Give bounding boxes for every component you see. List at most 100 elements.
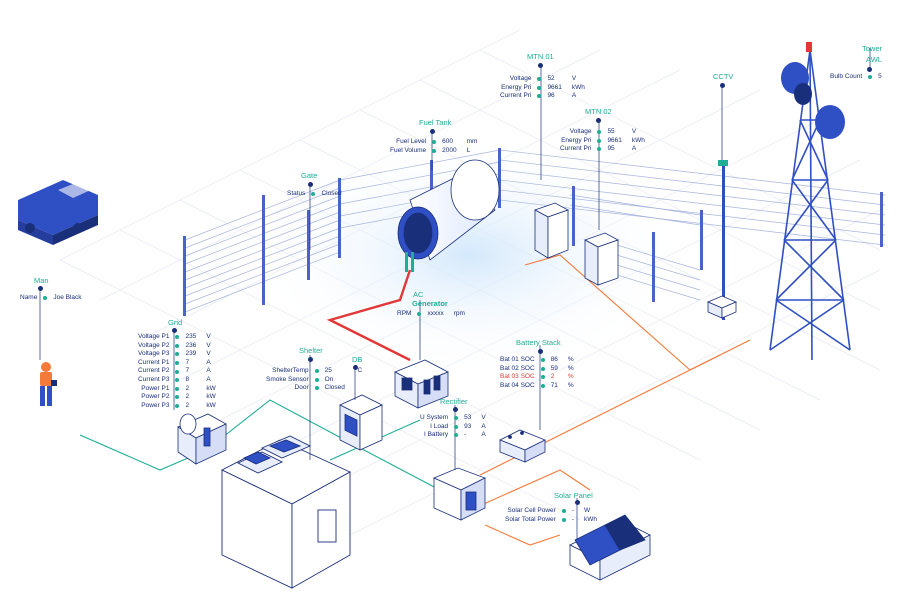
readout-unit: W: [584, 507, 591, 514]
readout-unit: %: [567, 364, 574, 372]
mtn02-title: MTN 02: [585, 107, 612, 116]
readout-key: Voltage P1: [138, 333, 170, 340]
readout-dot: [597, 138, 602, 143]
readout-value: 235: [185, 333, 197, 340]
readout-value: Joe Black: [53, 294, 82, 301]
generator-title: AC: [413, 290, 424, 299]
db-pin[interactable]: [353, 365, 358, 370]
fence-posts: [183, 148, 883, 316]
readout-dot: [175, 404, 180, 409]
solar-pin[interactable]: [575, 500, 580, 505]
gate-pin[interactable]: [308, 182, 313, 187]
cctv-pin[interactable]: [720, 83, 725, 88]
fuel-pin[interactable]: [430, 129, 435, 134]
readout-key: Fuel Level: [396, 138, 427, 145]
tower-pin[interactable]: [867, 67, 872, 72]
rectifier-pin[interactable]: [453, 407, 458, 412]
readout-dot: [540, 384, 545, 389]
mtn01-title: MTN 01: [527, 52, 554, 61]
readout-value: 2: [185, 393, 190, 401]
readout-key: Energy Pri: [501, 83, 532, 91]
readout-key: Door: [294, 384, 309, 392]
man-pin[interactable]: [38, 286, 43, 291]
readout-key: Solar Cell Power: [507, 507, 556, 514]
shelter-pin[interactable]: [308, 357, 313, 362]
readout-dot: [868, 75, 873, 80]
readout-dot: [311, 192, 316, 197]
readout-dot: [314, 369, 319, 374]
readout-unit: °C: [354, 367, 363, 374]
readout-dot: [540, 358, 545, 363]
readout-key: Status: [287, 190, 306, 197]
readout-dot: [175, 395, 180, 400]
readout-key: Voltage: [509, 75, 532, 82]
tower-subtitle: AWL: [866, 55, 882, 64]
mtn02-unit-icon: [584, 232, 619, 286]
readout-dot: [175, 361, 180, 366]
readout-key: Solar Total Power: [505, 515, 556, 523]
solar-panel-icon: [569, 514, 651, 581]
readout-value: 95: [607, 145, 615, 153]
battery-stack-icon: [499, 429, 546, 463]
readout-value: 55: [607, 128, 615, 135]
readout-unit: V: [571, 75, 577, 82]
readout-value: 86: [550, 356, 558, 363]
shelter-title: Shelter: [299, 346, 323, 355]
readout-dot: [314, 386, 319, 391]
center-glow: [250, 135, 690, 375]
readout-value: 96: [547, 92, 555, 100]
readout-key: Energy Pri: [561, 136, 592, 144]
generator-subtitle: Generator: [412, 299, 448, 308]
readout-value: 2000: [442, 146, 457, 154]
readout-dot: [537, 94, 542, 99]
readout-dot: [561, 517, 566, 522]
readout-value: 2: [185, 384, 190, 392]
solar-title: Solar Panel: [554, 491, 593, 500]
readout-unit: kWh: [631, 136, 645, 144]
readout-key: Bulb Count: [830, 73, 863, 80]
readout-key: Power P3: [141, 401, 170, 409]
db-title: DB: [352, 355, 363, 364]
generator-icon: [394, 359, 449, 409]
readout-value: 25: [324, 367, 332, 374]
truck-icon: [18, 180, 98, 245]
pointer-stems: [39, 48, 871, 540]
readout-value: 59: [550, 364, 558, 372]
mtn02-pin[interactable]: [596, 118, 601, 123]
readout-key: Power P1: [141, 384, 170, 392]
readout-key: Bat 01 SOC: [500, 356, 535, 363]
readout-unit: kWh: [571, 83, 585, 91]
readout-value: 239: [185, 350, 197, 358]
dish-antenna-icon: [781, 42, 845, 139]
worker-icon: [40, 362, 57, 406]
readout-value: Closed: [324, 384, 345, 392]
shelter-icon: [220, 435, 351, 589]
readout-value: 9661: [547, 83, 562, 91]
readout-key: Power P2: [141, 393, 170, 401]
readout-unit: A: [206, 367, 211, 375]
readout-key: ShelterTemp: [272, 367, 309, 374]
readout-dot: [175, 335, 180, 340]
readout-value: 71: [550, 381, 558, 389]
fuel-title: Fuel Tank: [419, 118, 452, 127]
readout-key: Bat 04 SOC: [500, 381, 535, 389]
readout-unit: A: [481, 422, 486, 430]
rectifier-title: Rectifier: [440, 397, 468, 406]
readout-dot: [43, 296, 48, 301]
readout-key: Current P3: [138, 375, 170, 383]
readout-unit: V: [206, 341, 211, 349]
solar-readout: Solar Cell Power-W Solar Total Power-kWh: [505, 507, 597, 524]
grid-pin[interactable]: [172, 328, 177, 333]
readout-value: xxxxx: [427, 310, 444, 317]
readout-unit: rpm: [453, 310, 465, 317]
mtn01-pin[interactable]: [538, 63, 543, 68]
readout-unit: V: [631, 128, 637, 135]
readout-dot: [175, 386, 180, 391]
readout-value: 7: [185, 358, 190, 366]
battery-pin[interactable]: [538, 349, 543, 354]
